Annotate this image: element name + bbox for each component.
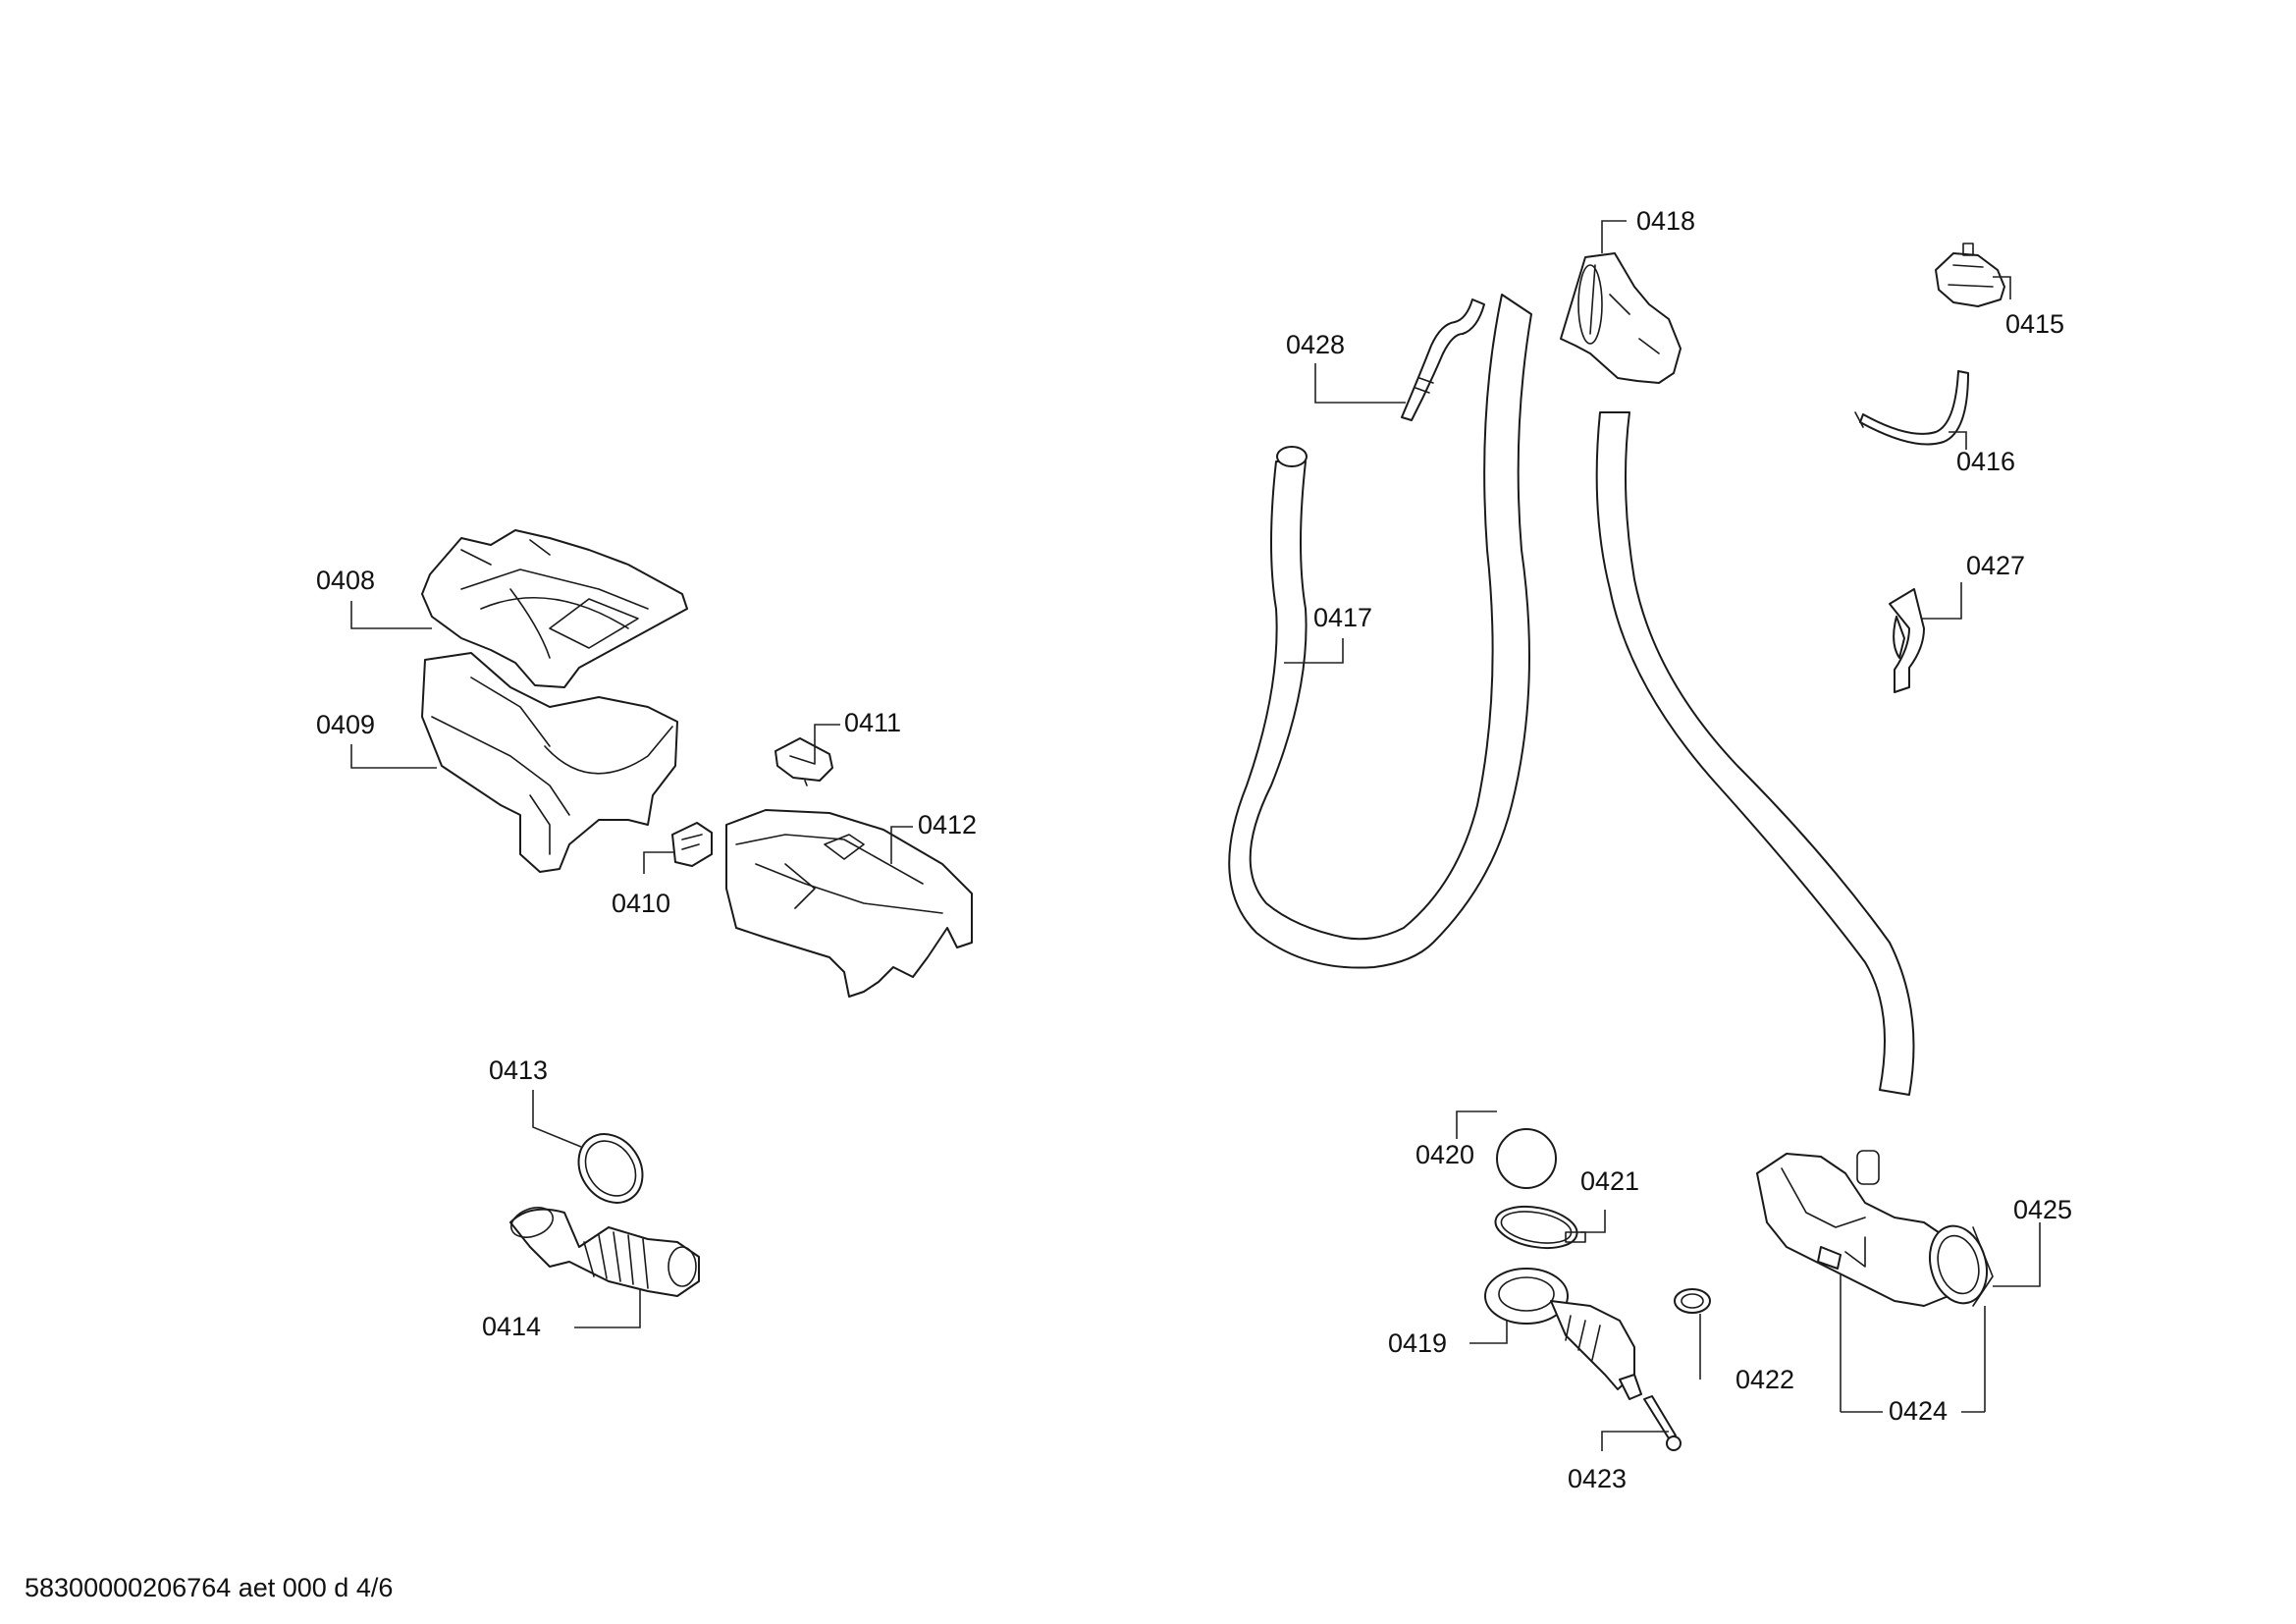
- label-0417: 0417: [1313, 603, 1372, 632]
- document-code: 58300000206764 aet 000 d 4/6: [25, 1573, 393, 1602]
- label-0408: 0408: [316, 566, 375, 595]
- label-0425: 0425: [2013, 1195, 2072, 1224]
- part-0419-pump-inlet-hose: [1484, 1268, 1642, 1400]
- label-0422: 0422: [1735, 1365, 1794, 1394]
- label-0410: 0410: [612, 889, 670, 918]
- part-0408-dispenser-cover: [421, 529, 688, 688]
- part-0409-dispenser-housing: [421, 652, 678, 873]
- part-0418-drain-hose: [1560, 252, 1915, 1096]
- part-0425-pump-filter: [1929, 1224, 1994, 1307]
- part-0415-pressure-switch: [1935, 243, 2005, 307]
- label-0416: 0416: [1956, 447, 2015, 476]
- part-0422-clamp: [1674, 1288, 1711, 1314]
- label-0413: 0413: [489, 1056, 548, 1085]
- label-0412: 0412: [918, 810, 977, 839]
- part-0421-hose-clamp: [1494, 1205, 1586, 1250]
- part-0420-seal: [1496, 1128, 1557, 1189]
- part-0423-screw: [1643, 1395, 1682, 1451]
- label-0424: 0424: [1889, 1396, 1948, 1426]
- part-0413-o-ring: [577, 1133, 644, 1204]
- label-0414: 0414: [482, 1312, 541, 1341]
- part-0414-bellows-hose: [509, 1207, 700, 1297]
- label-0418: 0418: [1636, 206, 1695, 236]
- label-0415: 0415: [2005, 309, 2064, 339]
- label-0409: 0409: [316, 710, 375, 739]
- label-0423: 0423: [1568, 1464, 1627, 1493]
- label-0411: 0411: [844, 708, 901, 737]
- label-0419: 0419: [1388, 1328, 1447, 1358]
- label-0427: 0427: [1966, 551, 2025, 580]
- part-0428-pipe: [1401, 298, 1485, 421]
- part-0411-siphon-cap: [774, 737, 833, 786]
- label-0421: 0421: [1580, 1166, 1639, 1196]
- part-0416-wire: [1854, 370, 1969, 446]
- part-0410-flap: [671, 822, 713, 867]
- part-0412-detergent-drawer: [725, 809, 973, 998]
- part-0417-hose: [1228, 294, 1532, 969]
- part-0424-drain-pump: [1756, 1150, 1959, 1307]
- leader-lines: [350, 220, 2041, 1451]
- label-0428: 0428: [1286, 330, 1345, 359]
- label-0420: 0420: [1415, 1140, 1474, 1169]
- part-0427-clip: [1889, 588, 1925, 693]
